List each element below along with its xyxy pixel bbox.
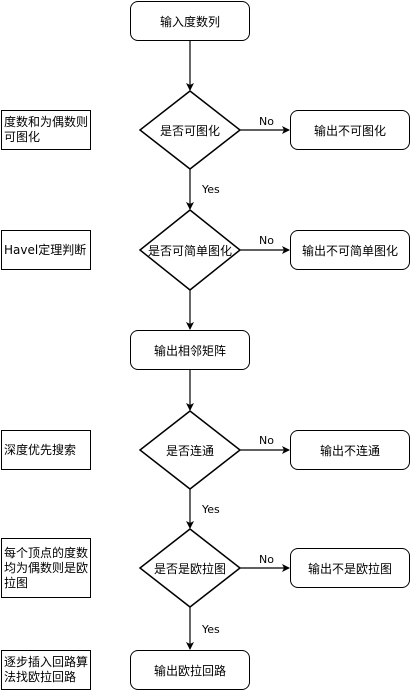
end-label: 输出欧拉回路 xyxy=(153,663,226,678)
edge-label-d1-yes: Yes xyxy=(201,183,221,196)
note-havel-text: Havel定理判断 xyxy=(4,242,87,257)
not-euler-box: 输出不是欧拉图 xyxy=(290,548,410,588)
d3-label: 是否连通 xyxy=(165,444,214,458)
edge-label-d3-yes: Yes xyxy=(201,503,221,516)
note-parity: 度数和为偶数则可图化 xyxy=(1,110,91,150)
not-simple-graphable-box: 输出不可简单图化 xyxy=(290,230,410,270)
not-euler-label: 输出不是欧拉图 xyxy=(307,561,392,576)
edge-label-d4-no: No xyxy=(258,553,275,566)
not-connected-box: 输出不连通 xyxy=(290,430,410,470)
note-dfs-text: 深度优先搜索 xyxy=(4,442,77,457)
note-circuit-algorithm-text: 逐步插入回路算法找欧拉回路 xyxy=(4,655,89,684)
note-dfs: 深度优先搜索 xyxy=(1,430,91,470)
start-box: 输入度数列 xyxy=(130,1,250,41)
edge-label-d3-no: No xyxy=(258,434,275,447)
end-box: 输出欧拉回路 xyxy=(130,650,250,690)
adjacency-box: 输出相邻矩阵 xyxy=(130,330,250,370)
edge-label-d4-yes: Yes xyxy=(201,623,221,636)
edge-label-d1-no: No xyxy=(258,115,275,128)
d2-label: 是否可简单图化 xyxy=(147,244,232,258)
note-euler-degree: 每个顶点的度数均为偶数则是欧拉图 xyxy=(1,538,91,598)
not-simple-graphable-label: 输出不可简单图化 xyxy=(301,243,398,258)
not-graphable-label: 输出不可图化 xyxy=(313,123,386,138)
note-euler-degree-text: 每个顶点的度数均为偶数则是欧拉图 xyxy=(4,545,89,590)
note-circuit-algorithm: 逐步插入回路算法找欧拉回路 xyxy=(1,650,91,690)
note-havel: Havel定理判断 xyxy=(1,230,91,270)
d4-label: 是否是欧拉图 xyxy=(153,562,226,576)
not-connected-label: 输出不连通 xyxy=(319,443,380,458)
note-parity-text: 度数和为偶数则可图化 xyxy=(4,115,89,144)
not-graphable-box: 输出不可图化 xyxy=(290,110,410,150)
d1-label: 是否可图化 xyxy=(159,124,220,138)
adjacency-label: 输出相邻矩阵 xyxy=(153,343,226,358)
edge-label-d2-no: No xyxy=(258,234,275,247)
start-label: 输入度数列 xyxy=(159,14,220,29)
